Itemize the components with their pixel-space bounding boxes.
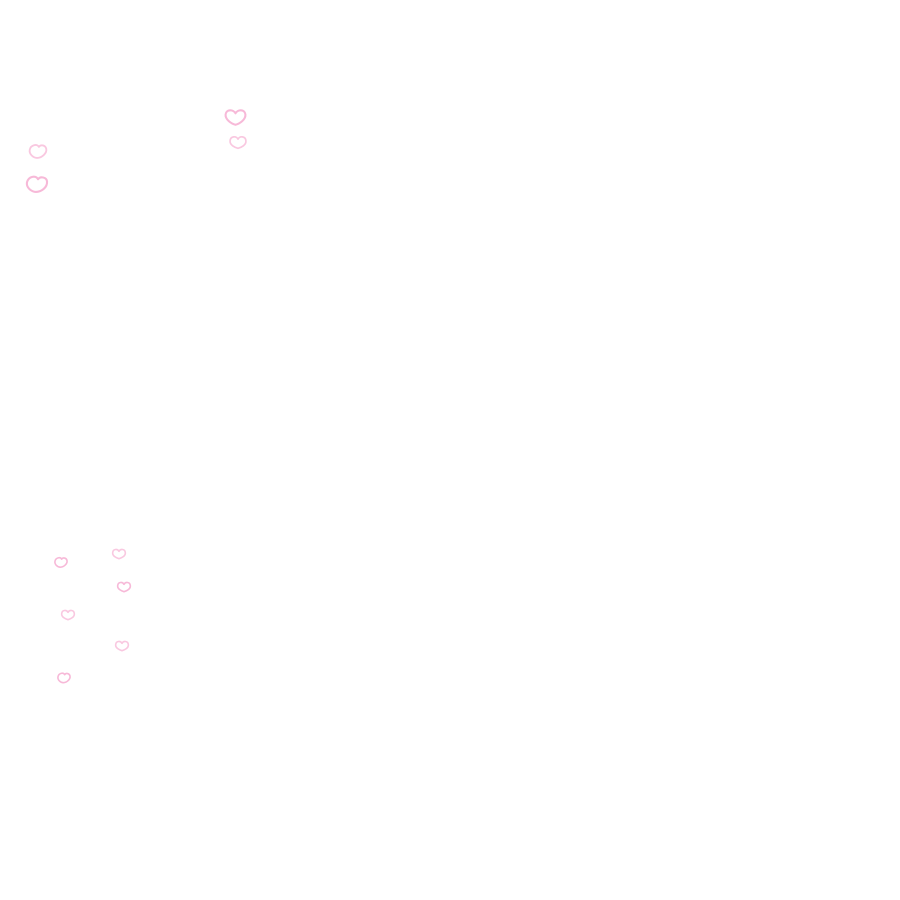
- heart-outline-icon: [56, 672, 72, 684]
- heart-outline-icon: [223, 108, 248, 127]
- heart-outline-icon: [116, 581, 132, 593]
- heart-outline-icon: [24, 175, 50, 194]
- heart-outline-icon: [60, 609, 76, 621]
- heart-outline-icon: [114, 640, 130, 652]
- heart-outline-icon: [53, 556, 69, 569]
- heart-outline-icon: [228, 135, 248, 150]
- heart-outline-icon: [111, 548, 127, 560]
- heart-outline-icon: [27, 143, 49, 160]
